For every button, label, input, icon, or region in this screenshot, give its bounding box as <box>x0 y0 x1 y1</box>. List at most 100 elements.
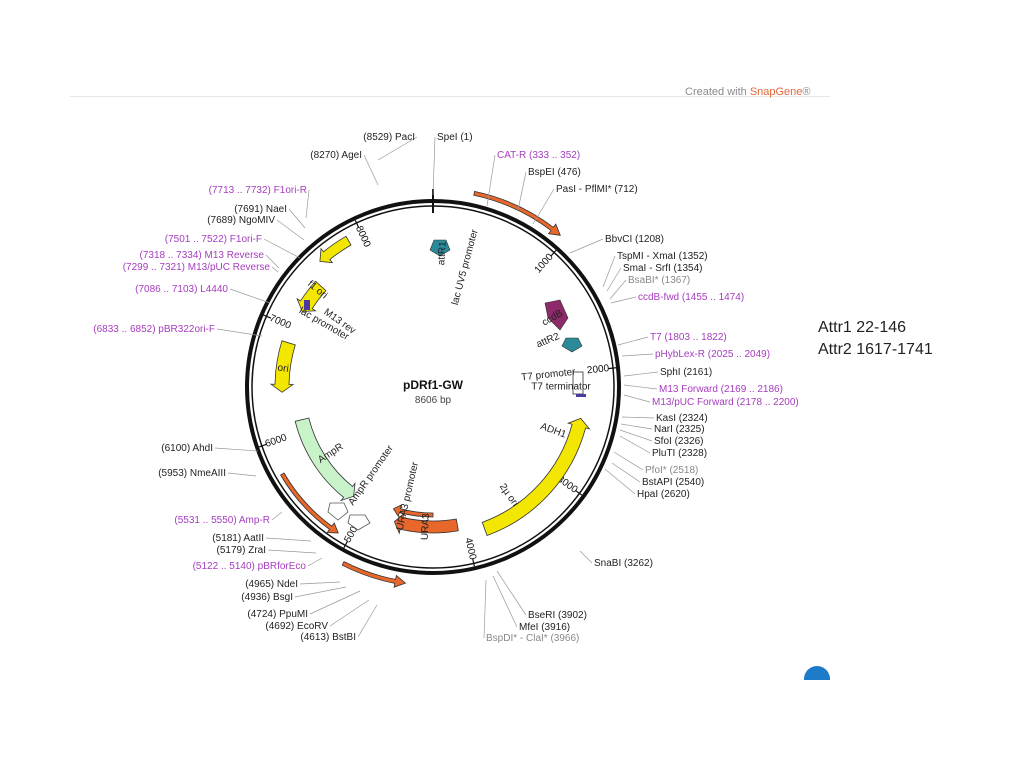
site-leader-line <box>611 462 641 483</box>
scale-tick-label: 2000 <box>586 363 610 376</box>
plasmid-size: 8606 bp <box>415 395 452 406</box>
site-label-right: SphI (2161) <box>660 367 712 378</box>
site-leader-line <box>579 550 593 564</box>
attr2-note: Attr2 1617-1741 <box>818 341 933 358</box>
site-leader-line <box>299 581 341 585</box>
site-leader-line <box>307 557 323 567</box>
site-leader-line <box>216 328 263 337</box>
feature-arrow-upper-left <box>319 235 352 264</box>
feature-label: AmpR <box>316 441 345 465</box>
site-leader-line <box>623 384 658 390</box>
site-leader-line <box>263 238 301 259</box>
feature-primer-arc-left <box>280 472 339 534</box>
site-label-left: (7689) NgoMIV <box>207 215 275 226</box>
feature-label: lac UV5 promoter <box>450 228 481 307</box>
ura3-promoter-arrow <box>347 514 371 531</box>
credit-suffix: ® <box>802 86 811 98</box>
site-leader-line <box>569 238 604 254</box>
site-leader-line <box>619 429 653 442</box>
attr2-marker <box>561 337 583 353</box>
site-label-right: PluTI (2328) <box>652 448 707 459</box>
site-leader-line <box>496 570 527 616</box>
site-leader-line <box>619 435 651 454</box>
credit-brand: SnapGene <box>749 86 803 98</box>
site-leader-line <box>606 267 622 292</box>
site-label-left: (5181) AatII <box>212 533 264 544</box>
site-label-right: HpaI (2620) <box>637 489 690 500</box>
feature-label: AmpR promoter <box>346 443 396 508</box>
site-leader-line <box>305 189 310 219</box>
site-label-left: (8529) PacI <box>363 132 415 143</box>
scale-tick-label: 4000 <box>462 537 478 562</box>
feature-arrow-ura3 <box>393 512 459 535</box>
site-leader-line <box>288 208 306 229</box>
site-label-right: BstAPI (2540) <box>642 477 704 488</box>
scale-tick <box>472 558 475 567</box>
site-leader-line <box>617 336 649 346</box>
site-leader-line <box>483 579 487 639</box>
site-label-left: (7299 .. 7321) M13/pUC Reverse <box>123 262 271 273</box>
attr1-note: Attr1 22-146 <box>818 319 907 336</box>
site-label-right: PfoI* (2518) <box>645 465 698 476</box>
lac-promoter-mark <box>304 300 310 310</box>
site-label-right: SpeI (1) <box>437 132 473 143</box>
site-label-right: PasI - PflMI* (712) <box>556 184 638 195</box>
site-leader-line <box>271 511 283 521</box>
scale-tick <box>343 540 349 549</box>
feature-label: 2µ ori <box>497 482 520 509</box>
feature-label: attR1 <box>436 241 449 266</box>
feature-arrow-ura3-small <box>392 504 434 518</box>
feature-arrow-2micron <box>481 417 591 536</box>
site-leader-line <box>623 371 659 377</box>
site-label-left: (7691) NaeI <box>234 204 287 215</box>
site-leader-line <box>377 136 418 161</box>
site-label-right: SfoI (2326) <box>654 436 703 447</box>
site-label-right: BseRI (3902) <box>528 610 587 621</box>
site-label-right: CAT-R (333 .. 352) <box>497 150 580 161</box>
site-label-right: SnaBI (3262) <box>594 558 653 569</box>
site-leader-line <box>357 604 378 638</box>
site-label-right: BbvCI (1208) <box>605 234 664 245</box>
site-label-left: (7086 .. 7103) L4440 <box>135 284 228 295</box>
scale-tick <box>550 249 557 257</box>
help-bubble-icon[interactable] <box>804 666 830 680</box>
scale-tick <box>263 314 272 319</box>
site-label-left: (4692) EcoRV <box>265 621 328 632</box>
site-leader-line <box>294 586 347 598</box>
site-leader-line <box>602 255 616 288</box>
feature-primer-arc-top <box>473 190 561 236</box>
site-label-right: BspDI* - ClaI* (3966) <box>486 633 579 644</box>
site-leader-line <box>363 154 379 186</box>
site-label-right: M13 Forward (2169 .. 2186) <box>659 384 783 395</box>
site-label-left: (4936) BsgI <box>241 592 293 603</box>
site-leader-line <box>613 451 644 471</box>
site-leader-line <box>604 468 636 495</box>
ccdb-arrow <box>544 299 569 331</box>
site-leader-line <box>432 136 436 196</box>
site-label-left: (7501 .. 7522) F1ori-F <box>165 234 262 245</box>
site-leader-line <box>492 575 518 628</box>
feature-label: T7 terminator <box>531 382 591 393</box>
feature-arrow-ori <box>269 340 296 393</box>
site-label-left: (5953) NmeAIII <box>158 468 226 479</box>
site-leader-line <box>227 472 257 477</box>
site-label-right: KasI (2324) <box>656 413 708 424</box>
feature-label: ADH1 <box>539 421 568 441</box>
site-label-right: BsaBI* (1367) <box>628 275 690 286</box>
ampr-promoter-arrow <box>327 502 349 521</box>
feature-arrow-ampr <box>294 417 356 502</box>
site-label-left: (6100) AhdI <box>161 443 213 454</box>
site-leader-line <box>267 549 317 554</box>
scale-tick-label: 8000 <box>353 224 373 249</box>
scale-tick-label: 7000 <box>268 313 293 332</box>
feature-label: URA3 <box>420 513 432 541</box>
scale-tick <box>354 219 360 228</box>
site-leader-line <box>621 353 654 357</box>
site-label-right: TspMI - XmaI (1352) <box>617 251 708 262</box>
site-label-left: (5122 .. 5140) pBRforEco <box>193 561 307 572</box>
site-label-right: MfeI (3916) <box>519 622 570 633</box>
site-leader-line <box>271 266 279 273</box>
site-label-left: (8270) AgeI <box>310 150 362 161</box>
site-label-left: (6833 .. 6852) pBR322ori-F <box>93 324 215 335</box>
